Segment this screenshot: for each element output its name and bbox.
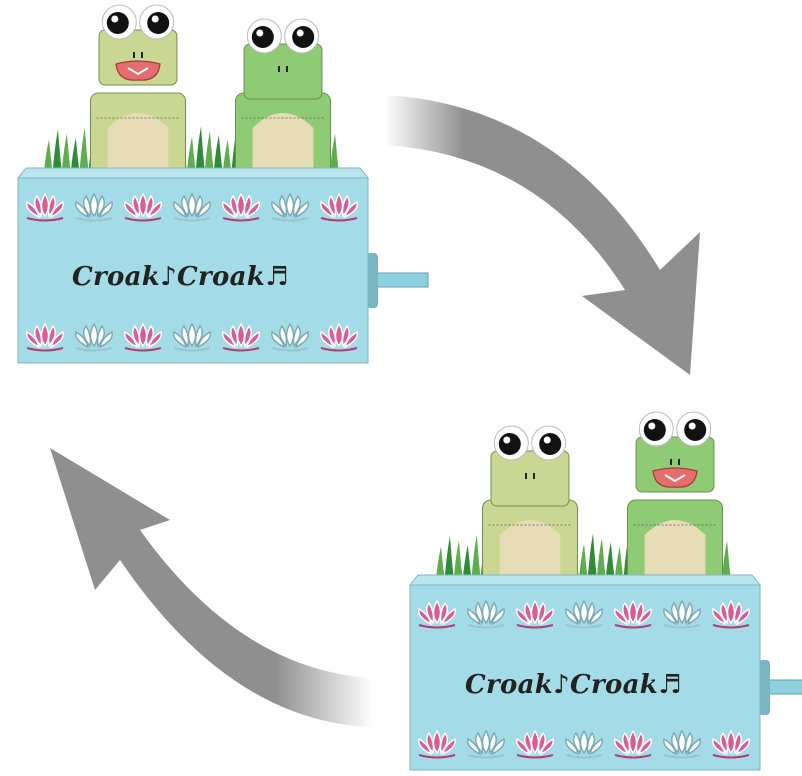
frog-belly	[644, 520, 706, 590]
side-crank-hub	[366, 253, 378, 308]
right-frog	[235, 18, 331, 184]
cycle-arrow-down	[385, 95, 700, 375]
frog-belly	[499, 520, 561, 590]
toy-box-scene-1	[16, 4, 429, 364]
pink-lotus-icon	[320, 322, 358, 352]
white-lotus-icon	[271, 192, 309, 222]
pink-lotus-icon	[26, 322, 64, 352]
white-lotus-icon	[663, 729, 701, 759]
pink-lotus-icon	[516, 599, 554, 629]
side-crank-tab	[372, 272, 429, 288]
white-lotus-icon	[467, 729, 505, 759]
pink-lotus-icon	[124, 322, 162, 352]
left-frog	[482, 425, 578, 591]
white-lotus-icon	[663, 599, 701, 629]
white-lotus-icon	[173, 322, 211, 352]
white-lotus-icon	[467, 599, 505, 629]
croak-label-scene-2: Croak♪Croak♬	[465, 670, 682, 700]
pink-lotus-icon	[418, 729, 456, 759]
side-crank-tab	[764, 679, 802, 695]
frog-open-mouth	[652, 467, 698, 488]
toy-box-scene-2	[408, 411, 802, 771]
croak-label-scene-1: Croak♪Croak♬	[72, 262, 289, 292]
pink-lotus-icon	[614, 599, 652, 629]
box-top	[408, 574, 762, 586]
white-lotus-icon	[75, 322, 113, 352]
frog-head	[490, 450, 570, 507]
white-lotus-icon	[271, 322, 309, 352]
frog-belly	[107, 113, 169, 183]
pink-lotus-icon	[712, 599, 750, 629]
frog-head	[243, 43, 323, 100]
pink-lotus-icon	[222, 192, 260, 222]
pink-lotus-icon	[26, 192, 64, 222]
pink-lotus-icon	[418, 599, 456, 629]
pink-lotus-icon	[320, 192, 358, 222]
right-frog	[627, 411, 723, 591]
pink-lotus-icon	[614, 729, 652, 759]
left-frog	[90, 4, 186, 184]
pink-lotus-icon	[222, 322, 260, 352]
white-lotus-icon	[565, 599, 603, 629]
frog-belly	[252, 113, 314, 183]
white-lotus-icon	[565, 729, 603, 759]
pink-lotus-icon	[124, 192, 162, 222]
box-top	[16, 167, 370, 179]
white-lotus-icon	[75, 192, 113, 222]
cycle-arrow-up	[50, 448, 372, 727]
pink-lotus-icon	[516, 729, 554, 759]
white-lotus-icon	[173, 192, 211, 222]
side-crank-hub	[758, 660, 770, 715]
pink-lotus-icon	[712, 729, 750, 759]
frog-open-mouth	[115, 60, 161, 81]
